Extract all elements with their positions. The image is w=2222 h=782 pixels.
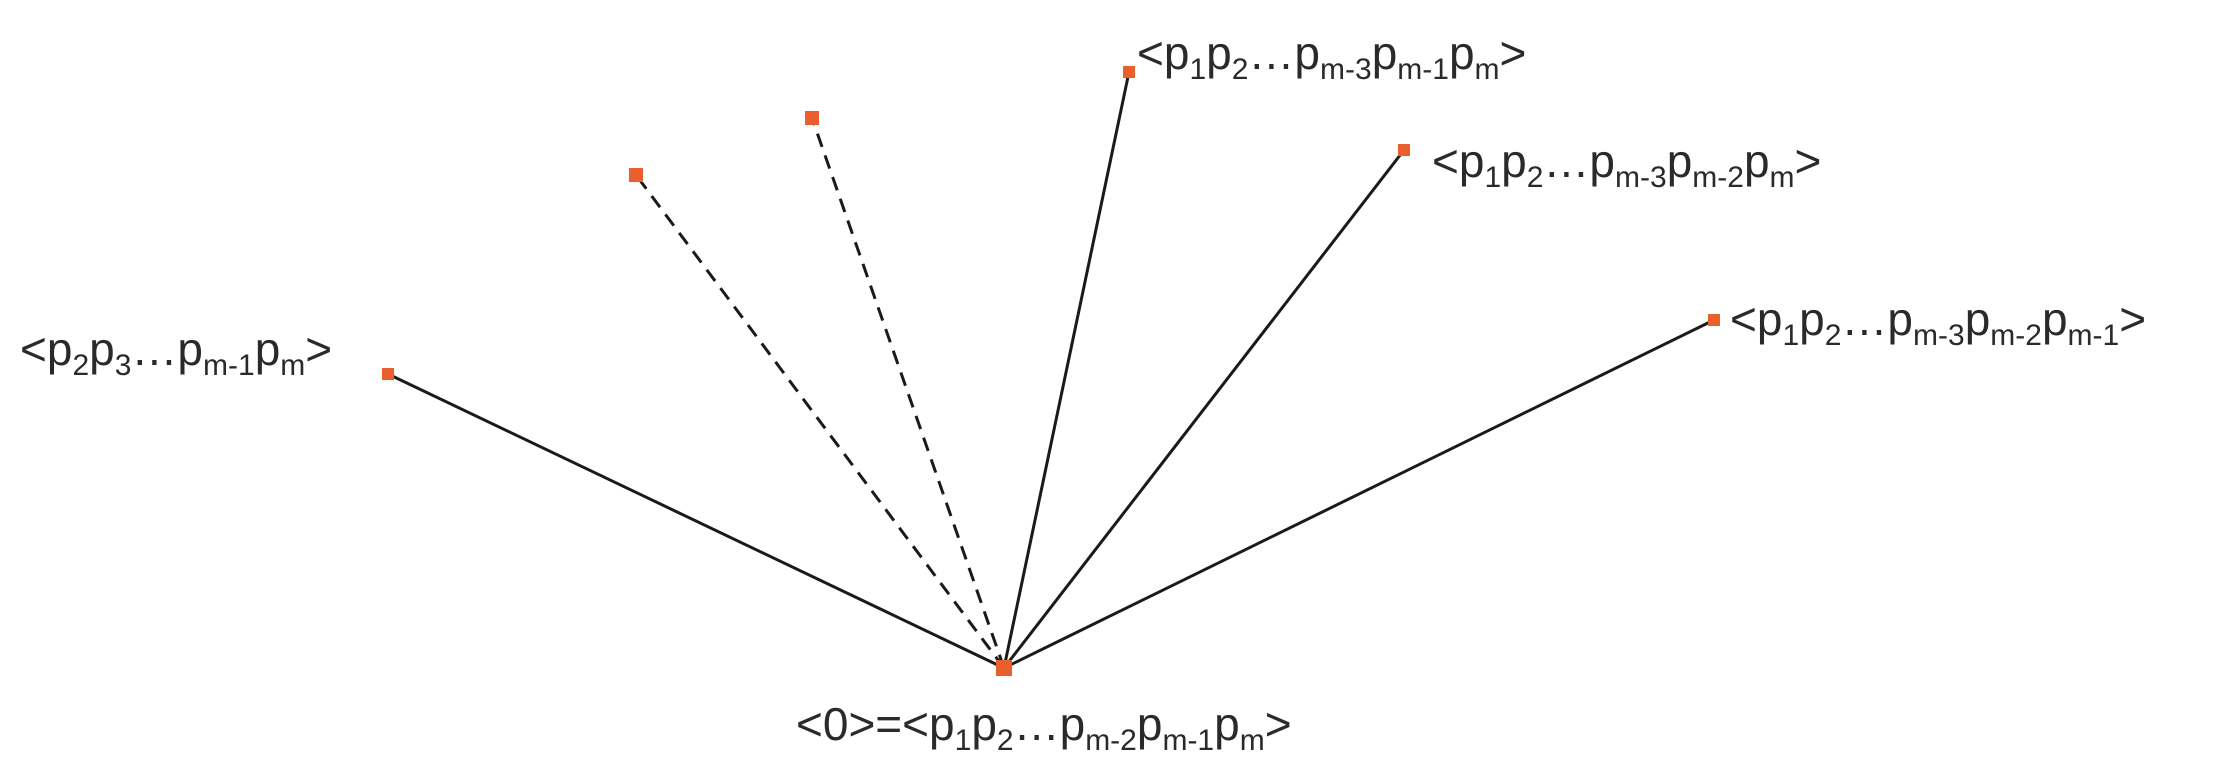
node-left xyxy=(382,368,394,380)
label-top: <p1p2…pm-3pm-1pm> xyxy=(1137,27,1527,85)
edge-upper-right xyxy=(1002,149,1406,669)
label-upper-right: <p1p2…pm-3pm-2pm> xyxy=(1432,135,1822,193)
edge-left xyxy=(387,372,1005,670)
label-text: p xyxy=(1964,293,1991,345)
label-subscript: 2 xyxy=(1231,53,1249,86)
label-text: p xyxy=(1501,135,1527,187)
label-subscript: 2 xyxy=(1824,319,1842,352)
label-text: …p xyxy=(1841,293,1914,345)
label-subscript: m xyxy=(280,349,306,382)
edge-dashed-1 xyxy=(634,174,1006,669)
label-text: p xyxy=(1214,698,1240,750)
label-text: …p xyxy=(1543,135,1616,187)
label-text: <p xyxy=(1730,293,1783,345)
node-dashed-2 xyxy=(805,111,819,125)
label-subscript: 1 xyxy=(1189,53,1207,86)
label-subscript: 1 xyxy=(1484,161,1502,194)
label-subscript: 2 xyxy=(72,349,90,382)
label-text: p xyxy=(254,323,281,375)
label-text: > xyxy=(305,323,333,375)
label-subscript: 1 xyxy=(1782,319,1800,352)
label-subscript: m-3 xyxy=(1913,319,1965,352)
label-text: p xyxy=(1448,27,1475,79)
edge-top xyxy=(1002,71,1131,669)
label-text: > xyxy=(1499,27,1527,79)
label-text: <p xyxy=(20,323,73,375)
label-subscript: m-2 xyxy=(1085,724,1137,757)
label-text: <p xyxy=(1137,27,1190,79)
node-dashed-1 xyxy=(629,168,643,182)
node-right xyxy=(1708,314,1720,326)
label-text: …p xyxy=(1248,27,1321,79)
label-text: <p xyxy=(1432,135,1485,187)
edge-dashed-2 xyxy=(810,117,1006,669)
label-text: p xyxy=(2041,293,2068,345)
label-text: p xyxy=(89,323,115,375)
label-subscript: 2 xyxy=(1526,161,1544,194)
label-text: p xyxy=(1206,27,1232,79)
label-subscript: m xyxy=(1769,161,1795,194)
label-text: > xyxy=(2119,293,2147,345)
label-left: <p2p3…pm-1pm> xyxy=(20,323,333,381)
label-root: <0>=<p1p2…pm-2pm-1pm> xyxy=(796,698,1292,756)
label-subscript: m-1 xyxy=(1162,724,1215,757)
label-subscript: m xyxy=(1474,53,1500,86)
label-text: p xyxy=(1371,27,1398,79)
label-subscript: m-3 xyxy=(1320,53,1372,86)
label-text: > xyxy=(1264,698,1292,750)
label-text: …p xyxy=(131,323,204,375)
label-text: p xyxy=(1799,293,1825,345)
label-text: p xyxy=(1743,135,1770,187)
label-subscript: m-1 xyxy=(2067,319,2120,352)
label-text: …p xyxy=(1013,698,1086,750)
node-upper-right xyxy=(1398,144,1410,156)
label-subscript: m-1 xyxy=(203,349,255,382)
label-subscript: m-2 xyxy=(1990,319,2042,352)
label-text: p xyxy=(1136,698,1163,750)
label-text: p xyxy=(1666,135,1693,187)
label-subscript: 1 xyxy=(954,724,972,757)
label-subscript: 3 xyxy=(114,349,132,382)
edge-right xyxy=(1003,318,1715,670)
label-text: p xyxy=(971,698,997,750)
label-subscript: m-1 xyxy=(1397,53,1449,86)
label-subscript: m xyxy=(1239,724,1265,757)
label-subscript: m-2 xyxy=(1692,161,1744,194)
node-top xyxy=(1123,66,1135,78)
label-text: <0>=<p xyxy=(796,698,955,750)
label-right: <p1p2…pm-3pm-2pm-1> xyxy=(1730,293,2147,351)
node-root xyxy=(996,660,1012,676)
label-subscript: m-3 xyxy=(1615,161,1667,194)
label-text: > xyxy=(1794,135,1822,187)
label-subscript: 2 xyxy=(996,724,1014,757)
